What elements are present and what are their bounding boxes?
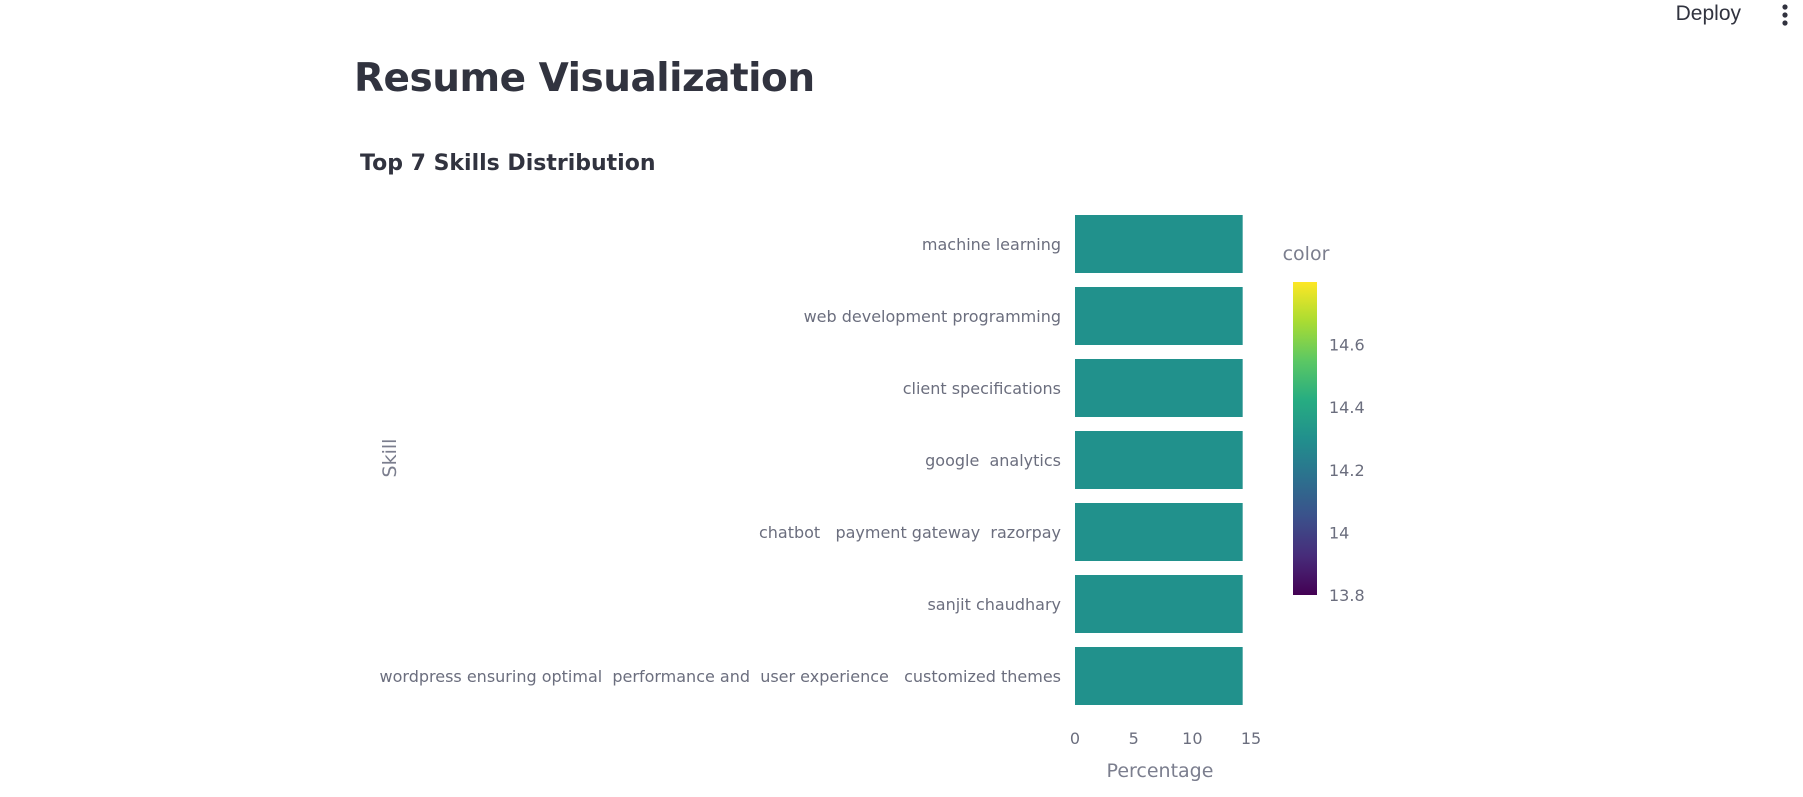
x-tick-label-1: 5 <box>1129 729 1139 748</box>
colorbar-gradient <box>1293 282 1317 595</box>
x-tick-label-3: 15 <box>1241 729 1261 748</box>
app-header: Deploy <box>0 0 1803 30</box>
bar-1[interactable] <box>1075 287 1243 345</box>
colorbar-tick-label-1: 14.4 <box>1329 398 1365 417</box>
colorbar-tick-label-4: 13.8 <box>1329 586 1365 605</box>
y-tick-label-5: sanjit chaudhary <box>927 595 1061 614</box>
colorbar-tick-label-3: 14 <box>1329 523 1349 542</box>
bars-group <box>1075 215 1243 705</box>
y-tick-label-4: chatbot payment gateway razorpay <box>759 523 1061 542</box>
colorbar: color 14.6 14.4 14.2 14 13.8 <box>1283 243 1365 605</box>
x-tick-labels: 0 5 10 15 <box>1070 729 1261 748</box>
x-tick-label-2: 10 <box>1182 729 1202 748</box>
page-title: Resume Visualization <box>354 56 815 101</box>
y-tick-label-6: wordpress ensuring optimal performance a… <box>380 667 1061 686</box>
y-tick-label-2: client specifications <box>903 379 1061 398</box>
vertical-ellipsis-icon <box>1782 4 1788 26</box>
deploy-button[interactable]: Deploy <box>1668 0 1749 28</box>
bar-5[interactable] <box>1075 575 1243 633</box>
colorbar-title: color <box>1283 243 1330 265</box>
x-axis-title: Percentage <box>1107 760 1214 782</box>
skills-chart: Top 7 Skills Distribution Skill Percenta… <box>354 140 1414 792</box>
y-tick-label-3: google analytics <box>925 451 1061 470</box>
colorbar-tick-label-2: 14.2 <box>1329 461 1365 480</box>
skills-bar-chart: Top 7 Skills Distribution Skill Percenta… <box>360 151 1365 782</box>
bar-2[interactable] <box>1075 359 1243 417</box>
bar-0[interactable] <box>1075 215 1243 273</box>
chart-title: Top 7 Skills Distribution <box>360 151 655 176</box>
x-tick-label-0: 0 <box>1070 729 1080 748</box>
bar-3[interactable] <box>1075 431 1243 489</box>
y-tick-labels: machine learning web development programm… <box>380 235 1061 686</box>
y-tick-label-1: web development programming <box>804 307 1061 326</box>
colorbar-tick-label-0: 14.6 <box>1329 336 1365 355</box>
y-axis-title: Skill <box>379 439 401 478</box>
main-menu-button[interactable] <box>1771 2 1799 28</box>
colorbar-tick-labels: 14.6 14.4 14.2 14 13.8 <box>1329 336 1365 605</box>
bar-6[interactable] <box>1075 647 1243 705</box>
bar-4[interactable] <box>1075 503 1243 561</box>
y-tick-label-0: machine learning <box>922 235 1061 254</box>
